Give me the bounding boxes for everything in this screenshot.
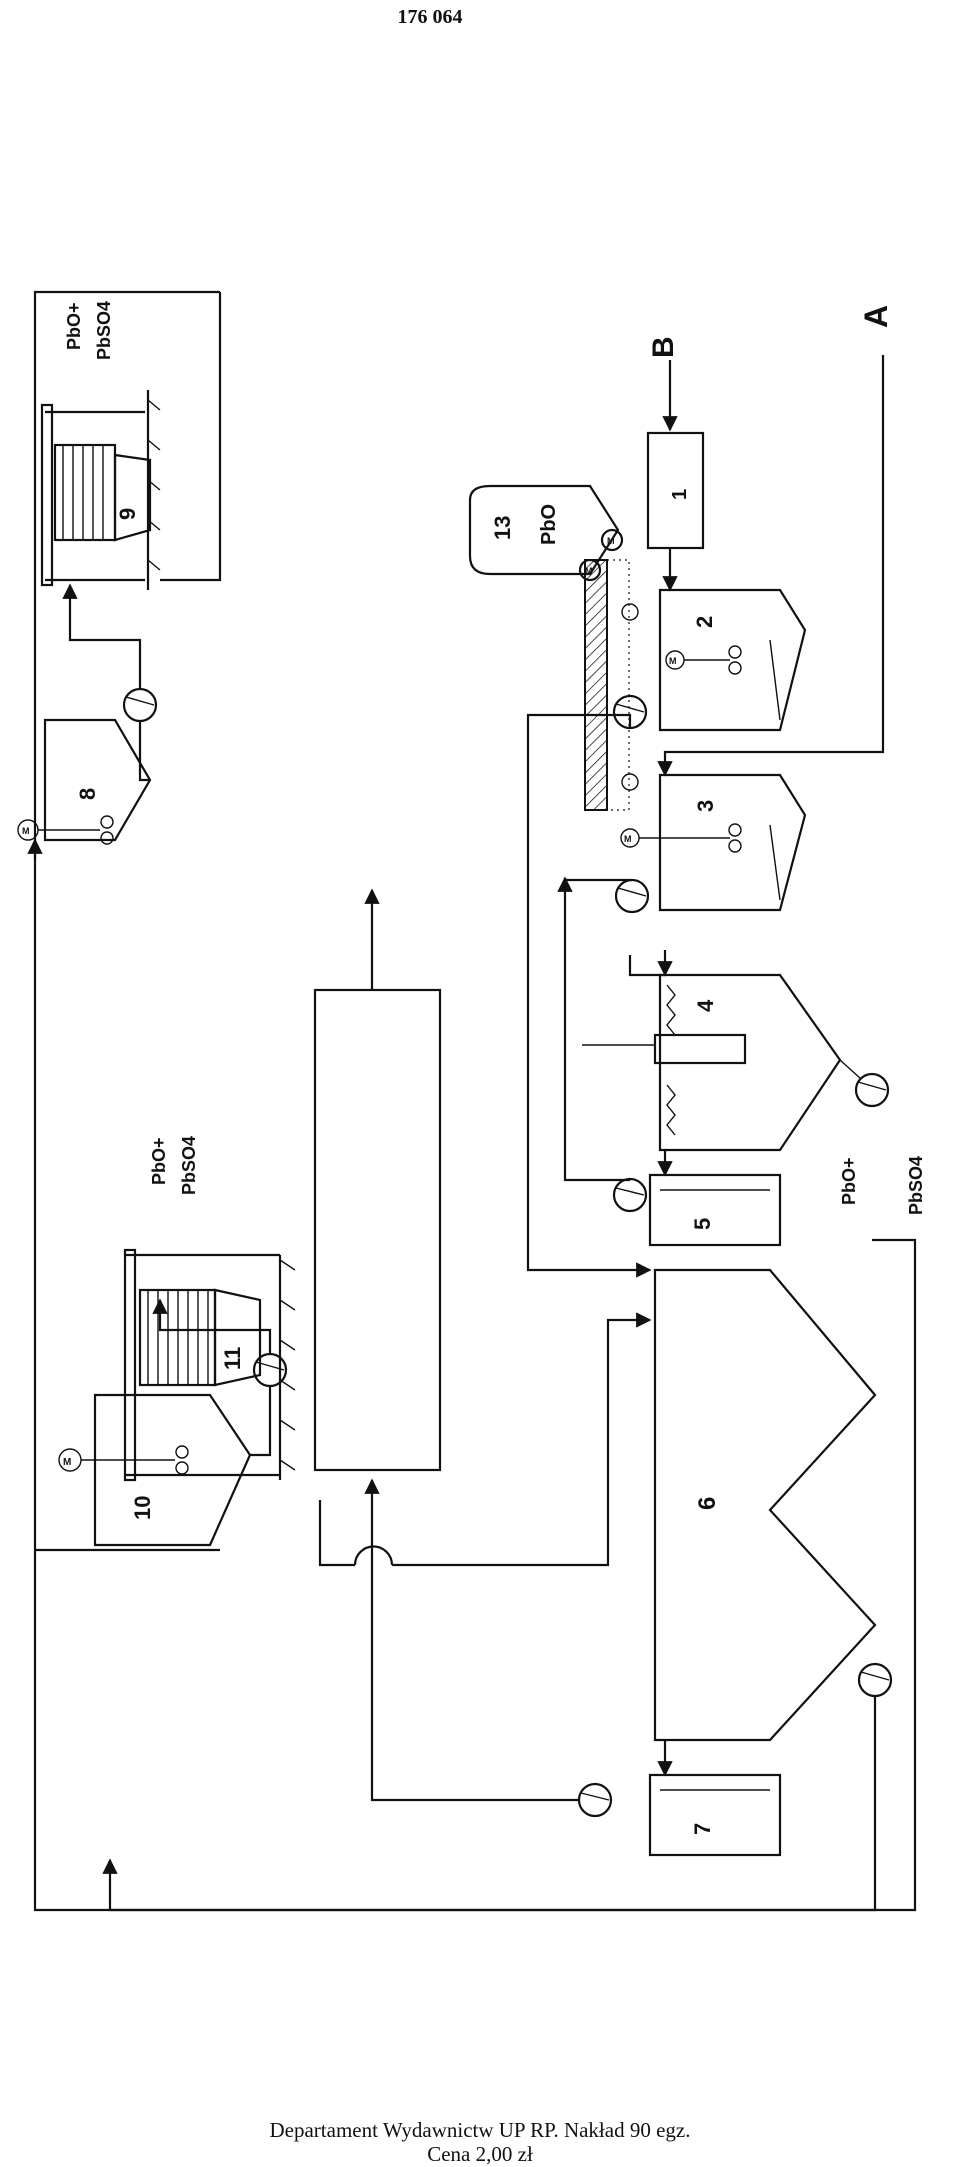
unit-3-tank: M 3 — [620, 773, 807, 912]
stream-a-line: A — [657, 305, 894, 777]
svg-text:1: 1 — [669, 489, 691, 500]
svg-text:M: M — [22, 826, 30, 836]
svg-text:13: 13 — [490, 516, 515, 540]
svg-text:4: 4 — [693, 999, 718, 1012]
pump-10 — [152, 1298, 288, 1457]
pump-8 — [62, 583, 158, 782]
patent-number: 176 064 — [397, 6, 463, 28]
svg-text:M: M — [63, 1457, 71, 1468]
svg-text:10: 10 — [130, 1496, 155, 1520]
unit-8: M 8 — [17, 718, 152, 860]
line-11-to-6 — [318, 1312, 652, 1567]
unit-9-filter-press: 9 PbO+ PbSO4 — [40, 292, 222, 590]
svg-text:PbO+: PbO+ — [149, 1137, 169, 1185]
svg-text:11: 11 — [220, 1347, 245, 1370]
pump-2 — [526, 694, 652, 1278]
reactor-conveyor: M M — [578, 528, 639, 811]
svg-text:PbO+: PbO+ — [839, 1157, 859, 1205]
svg-text:3: 3 — [693, 800, 718, 812]
feed-pbo-label: PbO — [538, 504, 560, 545]
unit-12-pbo-hopper: 13 PbO — [468, 484, 620, 576]
svg-text:8: 8 — [75, 788, 100, 800]
unit-10: M 10 — [58, 1393, 252, 1547]
stream-a-label: A — [858, 305, 894, 328]
svg-text:6: 6 — [694, 1497, 721, 1510]
svg-text:7: 7 — [690, 1823, 715, 1835]
pump-4-product: PbO+ PbSO4 — [839, 1059, 926, 1215]
svg-text:PbSO4: PbSO4 — [179, 1136, 199, 1195]
svg-text:9: 9 — [115, 508, 140, 520]
unit-1: 1 — [646, 431, 705, 592]
footer-publisher: Departament Wydawnictw UP RP. Nakład 90 … — [269, 2118, 691, 2142]
svg-text:M: M — [669, 656, 677, 666]
svg-text:5: 5 — [690, 1218, 715, 1230]
unit-4-settler: 4 — [582, 950, 842, 1152]
svg-text:M: M — [624, 834, 632, 844]
footer-price: Cena 2,00 zł — [427, 2142, 533, 2166]
svg-text:PbO+: PbO+ — [64, 302, 84, 350]
unit-7: 7 — [364, 1478, 782, 1857]
unit-2-tank: M 2 — [658, 588, 807, 732]
svg-text:M: M — [585, 566, 593, 576]
unit-5: 5 — [563, 1040, 782, 1247]
stream-b-inlet: B — [647, 336, 680, 432]
main-recycle-line — [33, 290, 917, 1912]
svg-text:PbSO4: PbSO4 — [94, 301, 114, 360]
stream-b-label: B — [647, 336, 680, 358]
unit-6-thickener: 6 — [653, 1268, 877, 1777]
pump-6-recycle — [102, 1662, 893, 1912]
pump-3 — [557, 876, 650, 1040]
svg-text:2: 2 — [692, 616, 717, 628]
unit-11-filter-press: 11 PbO+ PbSO4 — [123, 1136, 296, 1482]
unit-13 — [313, 888, 442, 1472]
svg-text:M: M — [607, 536, 615, 546]
svg-text:PbSO4: PbSO4 — [906, 1156, 926, 1215]
